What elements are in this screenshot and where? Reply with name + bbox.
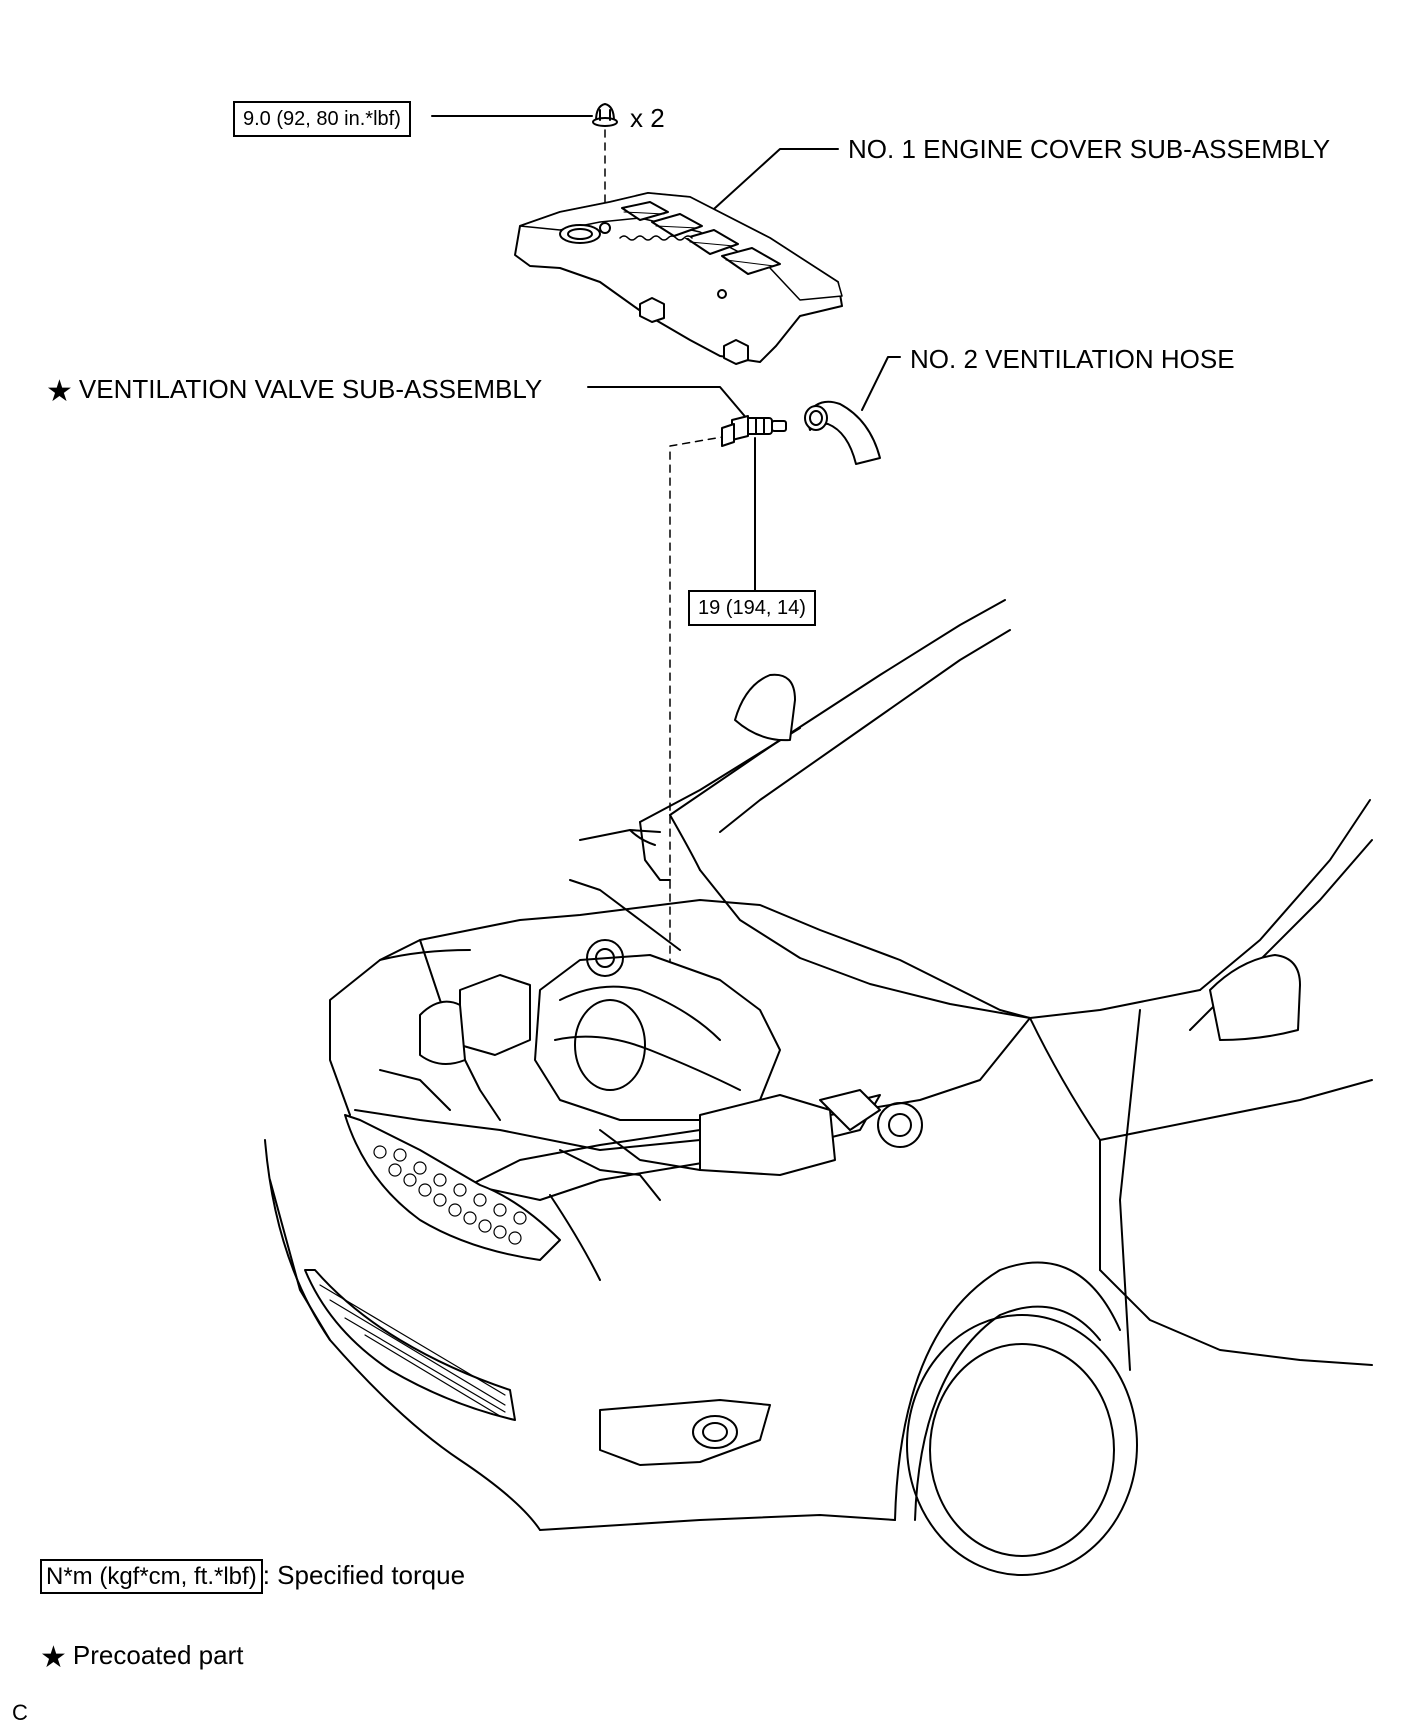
ventilation-hose [804, 400, 881, 465]
legend-star-icon: ★ [40, 1641, 67, 1674]
vehicle [264, 599, 1373, 1576]
legend-precoated-desc: Precoated part [72, 1640, 244, 1670]
ventilation-valve-label: ★VENTILATION VALVE SUB-ASSEMBLY [46, 374, 542, 407]
figure-id: C [12, 1700, 28, 1725]
engine-cover-label: NO. 1 ENGINE COVER SUB-ASSEMBLY [848, 134, 1331, 164]
ventilation-hose-label: NO. 2 VENTILATION HOSE [910, 344, 1235, 374]
legend-torque-row: N*m (kgf*cm, ft.*lbf): Specified torque [40, 1559, 466, 1594]
legend-torque-box: N*m (kgf*cm, ft.*lbf) [40, 1559, 263, 1594]
ventilation-valve-text: VENTILATION VALVE SUB-ASSEMBLY [78, 374, 543, 404]
leader-lines [431, 115, 901, 593]
nut-quantity-label: x 2 [630, 103, 665, 133]
cover-nut [592, 103, 618, 127]
legend-torque-desc: : Specified torque [262, 1560, 466, 1590]
engine-cover [514, 192, 843, 365]
torque-box-cover-nut: 9.0 (92, 80 in.*lbf) [233, 101, 411, 137]
torque-box-valve: 19 (194, 14) [688, 590, 816, 626]
precoated-star-icon: ★ [46, 375, 73, 408]
legend-precoated-row: ★Precoated part [40, 1640, 243, 1673]
ventilation-valve [721, 415, 787, 447]
